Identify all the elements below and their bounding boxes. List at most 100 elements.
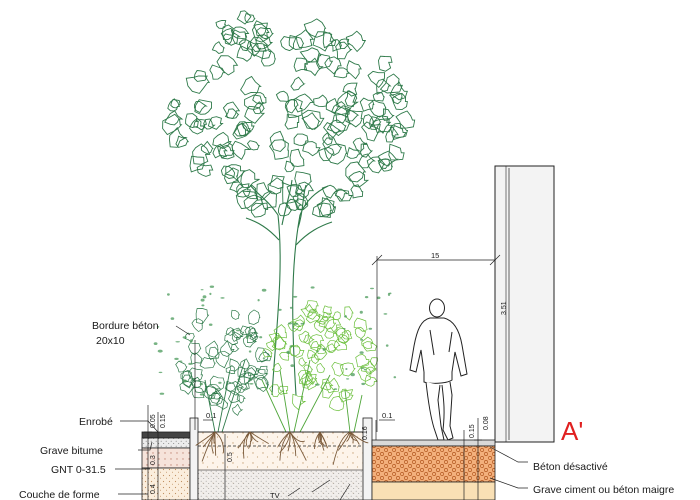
leaf-cluster <box>338 333 350 344</box>
tree <box>162 10 416 396</box>
shrub-stems <box>204 359 363 433</box>
leaf-cluster <box>253 367 269 381</box>
leaf-cluster <box>341 329 353 340</box>
leaf-cluster <box>246 140 260 151</box>
leaf-cluster <box>316 362 325 374</box>
leaf <box>293 322 299 325</box>
leaf <box>322 347 326 351</box>
root <box>195 431 216 446</box>
leaf-cluster <box>252 92 267 105</box>
leaf-cluster <box>230 344 240 353</box>
leaf <box>344 315 347 318</box>
leaf <box>262 357 265 360</box>
leaf-cluster <box>209 64 226 80</box>
leaf <box>292 295 298 298</box>
root <box>277 431 291 447</box>
leaf-cluster <box>211 390 223 400</box>
leaf-cluster <box>331 39 342 52</box>
leaf-cluster <box>195 308 210 325</box>
leaf-cluster <box>181 370 197 388</box>
leaf-cluster <box>218 144 235 159</box>
shrub-left <box>175 308 272 416</box>
leaf-cluster <box>241 121 255 133</box>
root <box>332 431 351 465</box>
leaf-cluster <box>388 92 403 105</box>
leaf <box>199 382 203 386</box>
leaf-cluster <box>323 122 342 139</box>
leaf-cluster <box>256 182 272 201</box>
leaf-cluster <box>180 370 193 382</box>
leaf-cluster <box>389 81 408 101</box>
root <box>279 431 291 461</box>
tree-trunk <box>245 179 333 396</box>
leaf <box>289 306 293 309</box>
leaf-cluster <box>236 393 246 404</box>
leaf-cluster <box>350 184 364 199</box>
leaf-cluster <box>284 160 295 173</box>
leaf <box>315 383 320 386</box>
root <box>214 431 225 453</box>
leaf-cluster <box>242 334 258 348</box>
leaf-cluster <box>240 75 262 96</box>
leaf <box>218 381 222 384</box>
leaf-cluster <box>243 367 258 381</box>
leaf-cluster <box>325 343 338 353</box>
leaf <box>209 292 212 296</box>
leaf-cluster <box>230 26 250 40</box>
leaf-cluster <box>329 396 345 412</box>
leaf <box>342 328 346 330</box>
leaf-cluster <box>193 380 208 393</box>
leaf <box>289 345 293 348</box>
leaf-cluster <box>300 303 317 317</box>
leaf-cluster <box>277 202 293 217</box>
leaf-cluster <box>258 352 272 363</box>
leaf-cluster <box>324 56 342 75</box>
leaf-cluster <box>364 374 378 387</box>
leaf-cluster <box>266 340 277 352</box>
leaf-cluster <box>289 344 302 357</box>
leaf-cluster <box>162 113 183 136</box>
leaf-cluster <box>255 376 269 393</box>
leaf <box>249 383 254 385</box>
leaf <box>246 335 249 339</box>
label-bordure-size: 20x10 <box>96 335 125 347</box>
leaf-cluster <box>284 99 299 114</box>
leaf-cluster <box>185 113 199 128</box>
label-gnt: GNT 0-31.5 <box>51 464 106 476</box>
leaf-cluster <box>222 24 236 41</box>
leaf <box>157 349 163 353</box>
leaf-cluster <box>243 372 255 385</box>
leaf-cluster <box>316 197 336 218</box>
leaf-cluster <box>212 131 232 149</box>
leaf-cluster <box>189 117 205 135</box>
leaf <box>368 327 373 330</box>
leaf <box>257 299 260 302</box>
leaf <box>286 350 291 354</box>
dimension-lines <box>144 168 510 500</box>
leaf-cluster <box>239 358 250 370</box>
leaf-cluster <box>344 110 363 128</box>
leaf-cluster <box>249 331 259 341</box>
root <box>213 431 216 445</box>
leaf-cluster <box>379 73 403 94</box>
leaf <box>361 382 366 386</box>
leaf-cluster <box>326 119 347 137</box>
leaf-cluster <box>249 36 269 52</box>
leaf-cluster <box>232 122 252 140</box>
building-wall <box>494 165 555 443</box>
section-mark: A' <box>561 416 583 446</box>
leaf-cluster <box>255 27 274 40</box>
leaf <box>290 364 295 367</box>
root <box>201 431 216 462</box>
leaf-cluster <box>322 305 332 316</box>
leaf <box>183 379 187 383</box>
leaf-cluster <box>320 382 336 399</box>
leaf-cluster <box>232 403 244 416</box>
leaf-cluster <box>318 146 335 162</box>
leaf-cluster <box>338 38 351 50</box>
leaf-cluster <box>257 365 268 375</box>
leaf-cluster <box>164 110 184 126</box>
shrub-group <box>153 285 397 433</box>
text-labels: Bordure béton 20x10 Enrobé Grave bitume … <box>19 251 674 500</box>
leaf-cluster <box>304 57 324 77</box>
